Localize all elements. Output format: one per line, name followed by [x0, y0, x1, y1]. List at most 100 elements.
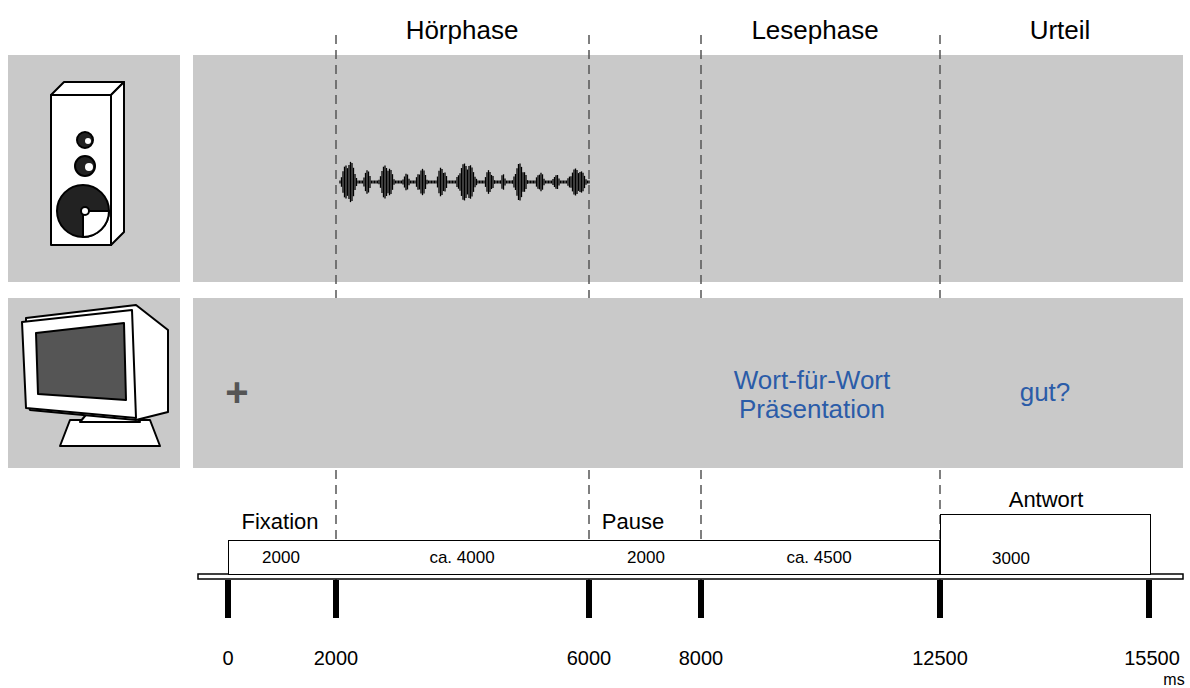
tick-label: 12500: [912, 647, 968, 669]
wave-stroke: [549, 181, 550, 184]
wave-stroke: [486, 172, 487, 192]
wave-stroke: [495, 181, 496, 184]
screen-band: +Wort-für-Wort Präsentationgut?: [193, 298, 1183, 468]
wave-stroke: [360, 181, 361, 184]
phase-heading: Hörphase: [406, 16, 519, 45]
wave-stroke: [519, 163, 520, 200]
wave-stroke: [522, 172, 523, 191]
wave-stroke: [467, 170, 468, 195]
wave-stroke: [552, 179, 553, 185]
wave-stroke: [411, 181, 412, 184]
wave-stroke: [459, 173, 460, 191]
wave-stroke: [368, 171, 369, 192]
wave-stroke: [525, 175, 526, 189]
monitor-panel: [8, 298, 180, 468]
wave-stroke: [483, 181, 484, 184]
wave-stroke: [527, 180, 528, 184]
answer-box: Antwort3000: [940, 514, 1151, 575]
wave-stroke: [531, 181, 532, 184]
wave-stroke: [447, 181, 448, 184]
wave-stroke: [533, 181, 534, 184]
wave-stroke: [369, 176, 370, 188]
wave-stroke: [420, 171, 421, 194]
wave-stroke: [521, 167, 522, 197]
wave-stroke: [545, 181, 546, 184]
wave-stroke: [350, 162, 351, 202]
tick-label: 2000: [314, 647, 359, 669]
wave-stroke: [428, 181, 429, 184]
wave-stroke: [536, 177, 537, 186]
wave-stroke: [410, 181, 411, 184]
wave-stroke: [452, 181, 453, 184]
wave-stroke: [476, 179, 477, 185]
tick-label: 0: [222, 647, 233, 669]
wave-stroke: [440, 168, 441, 197]
wave-stroke: [444, 173, 445, 192]
wave-stroke: [506, 181, 507, 184]
wave-stroke: [567, 178, 568, 186]
wave-stroke: [500, 180, 501, 183]
wave-stroke: [345, 166, 346, 199]
wave-stroke: [371, 181, 372, 184]
wave-stroke: [570, 176, 571, 187]
wave-stroke: [453, 181, 454, 184]
wave-stroke: [585, 179, 586, 185]
wave-stroke: [438, 171, 439, 193]
wave-stroke: [435, 181, 436, 184]
interval-name: Pause: [600, 510, 666, 534]
wave-stroke: [530, 181, 531, 184]
wave-stroke: [404, 176, 405, 187]
wave-stroke: [461, 168, 462, 196]
wave-stroke: [468, 166, 469, 198]
wave-stroke: [437, 177, 438, 188]
wave-stroke: [471, 168, 472, 197]
wave-stroke: [489, 172, 490, 192]
wave-stroke: [407, 175, 408, 190]
wave-stroke: [582, 173, 583, 191]
wave-stroke: [378, 180, 379, 185]
duration-label: ca. 4000: [429, 549, 494, 568]
wave-stroke: [429, 181, 430, 184]
wave-stroke: [497, 181, 498, 184]
wave-stroke: [431, 181, 432, 184]
wave-stroke: [524, 172, 525, 192]
wave-stroke: [516, 168, 517, 196]
wave-stroke: [348, 165, 349, 199]
wave-stroke: [569, 177, 570, 188]
speaker-panel: [8, 55, 180, 282]
wave-stroke: [450, 181, 451, 184]
wave-stroke: [408, 179, 409, 185]
wave-stroke: [564, 181, 565, 184]
wave-stroke: [389, 169, 390, 195]
wave-stroke: [474, 177, 475, 187]
wave-stroke: [518, 164, 519, 200]
wave-stroke: [351, 163, 352, 201]
axis-tick: [225, 580, 1152, 618]
wave-stroke: [422, 169, 423, 195]
phase-heading: Lesephase: [751, 16, 878, 45]
wave-stroke: [485, 177, 486, 187]
tick-label: 15500: [1124, 647, 1180, 669]
wave-stroke: [441, 169, 442, 195]
wave-stroke: [554, 177, 555, 187]
wave-stroke: [480, 181, 481, 184]
wave-stroke: [363, 178, 364, 187]
answer-heading: Antwort: [1009, 488, 1084, 512]
wave-stroke: [528, 181, 529, 184]
wave-stroke: [419, 175, 420, 190]
wave-stroke: [443, 173, 444, 191]
wave-stroke: [377, 181, 378, 184]
duration-label: ca. 4500: [786, 549, 851, 568]
wave-stroke: [575, 168, 576, 195]
wave-stroke: [494, 180, 495, 184]
wave-stroke: [356, 178, 357, 186]
wave-stroke: [354, 174, 355, 190]
wave-stroke: [387, 171, 388, 194]
wave-stroke: [401, 181, 402, 184]
fixation-cross: +: [225, 370, 248, 414]
reading-phase-text: Wort-für-Wort Präsentation: [697, 366, 927, 423]
wave-stroke: [543, 179, 544, 186]
wave-stroke: [512, 180, 513, 184]
wave-stroke: [515, 174, 516, 190]
wave-stroke: [432, 181, 433, 184]
